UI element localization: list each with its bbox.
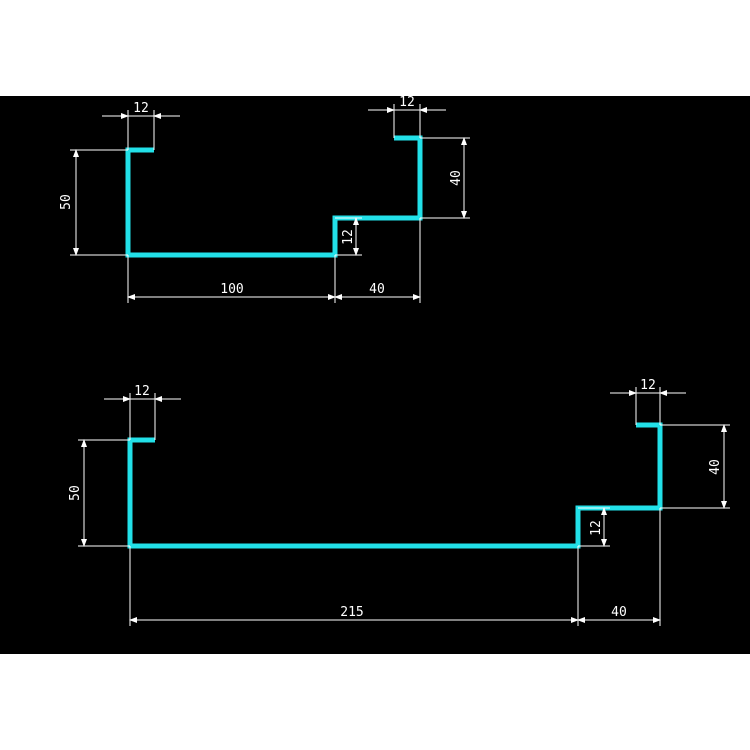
profile-1-left-height-dim: 50 (59, 194, 74, 210)
profile-drawing-2: 12 50 215 40 12 40 12 (68, 378, 730, 626)
profile-1-step-width-dim: 40 (369, 282, 385, 297)
profile-1-dimensions (70, 104, 470, 303)
profile-2-bottom-width-dim: 215 (340, 605, 363, 620)
profile-1-outline (125, 135, 423, 258)
profile-drawing-1: 12 50 100 40 12 40 12 (59, 96, 470, 303)
profile-2-left-height-dim: 50 (68, 485, 83, 501)
profile-2-step-width-dim: 40 (611, 605, 627, 620)
profile-1-step-height-dim: 12 (341, 229, 356, 245)
profile-2-dimensions (78, 387, 730, 626)
profile-2-step-height-dim: 12 (589, 520, 604, 536)
profile-2-right-lip-dim: 12 (640, 378, 656, 393)
profile-2-outline (127, 422, 663, 549)
cad-drawing-canvas: 12 50 100 40 12 40 12 (0, 96, 750, 654)
profile-2-left-lip-dim: 12 (134, 384, 150, 399)
profile-2-right-height-dim: 40 (708, 459, 723, 475)
profile-1-right-lip-dim: 12 (399, 96, 415, 110)
profile-1-right-height-dim: 40 (449, 170, 464, 186)
profile-1-bottom-width-dim: 100 (220, 282, 243, 297)
cad-drawing: 12 50 100 40 12 40 12 (59, 96, 730, 626)
profile-1-left-lip-dim: 12 (133, 101, 149, 116)
